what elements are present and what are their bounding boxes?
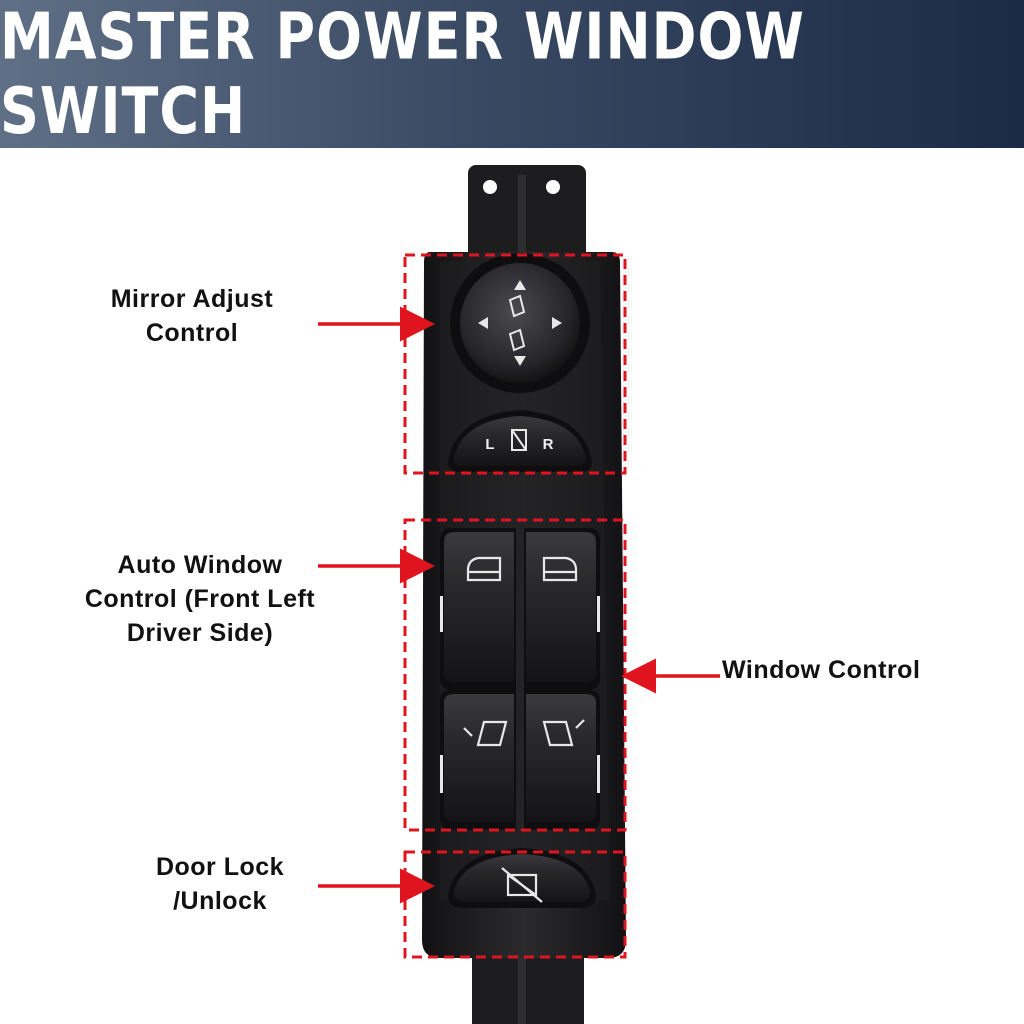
auto-window-label-line3: Driver Side) xyxy=(126,619,274,647)
lock-disabled-icon xyxy=(501,867,543,903)
window-control-label: Window Control xyxy=(722,653,962,687)
callout-arrows xyxy=(318,306,720,904)
window-rear-left-button[interactable] xyxy=(440,690,516,830)
top-mount-tab xyxy=(468,165,586,260)
door-lock-button[interactable] xyxy=(448,848,596,908)
auto-window-label: Auto Window Control (Front Left Driver S… xyxy=(58,548,342,650)
window-front-left-icon xyxy=(466,556,502,582)
door-lock-label-line1: Door Lock xyxy=(155,853,285,881)
window-rear-left-icon xyxy=(463,720,508,747)
mirror-right-label: R xyxy=(543,436,554,453)
mirror-label-line1: Mirror Adjust xyxy=(110,285,274,313)
window-front-left-button[interactable] xyxy=(440,528,516,690)
mirror-left-label: L xyxy=(485,436,494,453)
window-control-label-line1: Window Control xyxy=(722,656,921,684)
window-front-right-icon xyxy=(542,556,578,582)
window-rear-right-button[interactable] xyxy=(524,690,600,830)
mirror-label-line2: Control xyxy=(145,319,239,347)
door-lock-label-line2: /Unlock xyxy=(173,887,267,915)
mirror-adjust-icon xyxy=(508,294,526,352)
auto-window-label-line2: Control (Front Left xyxy=(84,585,316,613)
window-rear-right-icon xyxy=(542,719,585,747)
page-title: MASTER POWER WINDOW SWITCH xyxy=(0,0,805,149)
bottom-connector xyxy=(472,950,584,1024)
mirror-select-icon xyxy=(511,429,527,451)
header-banner: MASTER POWER WINDOW SWITCH xyxy=(0,0,1024,148)
mirror-adjust-label: Mirror Adjust Control xyxy=(82,282,302,350)
mirror-adjust-knob[interactable] xyxy=(450,253,590,393)
auto-window-label-line1: Auto Window xyxy=(117,551,283,579)
lock-callout-box xyxy=(403,850,627,959)
door-lock-label: Door Lock /Unlock xyxy=(130,850,310,918)
mirror-select-rocker[interactable]: L R xyxy=(448,410,592,472)
mirror-callout-box xyxy=(403,253,627,475)
window-front-right-button[interactable] xyxy=(524,528,600,690)
